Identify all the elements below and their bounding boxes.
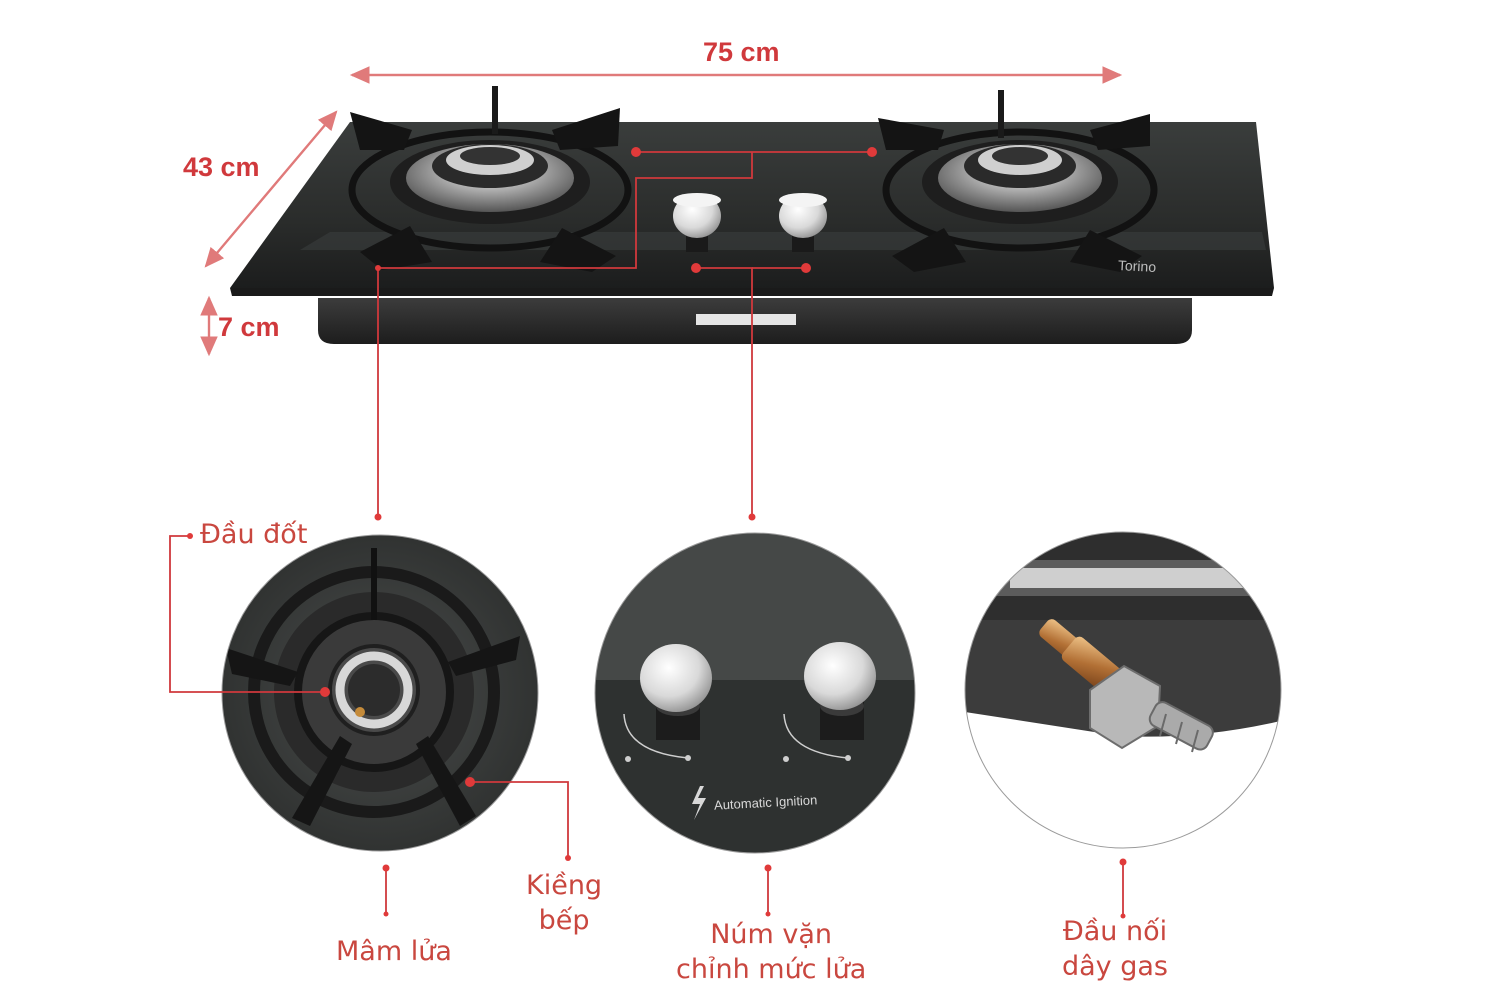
depth-label: 43 cm <box>183 152 260 182</box>
stove-body <box>318 298 1192 344</box>
lightning-icon <box>692 786 706 820</box>
dimension-lines <box>200 66 1123 357</box>
gas-connector-label: Đầu nối dây gas <box>1062 914 1168 984</box>
pan-support-label: Kiềng bếp <box>526 868 602 938</box>
callout-wires-top <box>377 151 872 515</box>
knob-label: Núm vặn chỉnh mức lửa <box>676 917 866 987</box>
stove-knobs <box>673 193 827 252</box>
left-burner <box>348 86 632 272</box>
callout-dots-top <box>374 147 877 521</box>
pan-support-line2: bếp <box>538 905 590 936</box>
burner-cap-text: Mâm lửa <box>336 936 452 967</box>
knob-line1: Núm vặn <box>710 919 833 950</box>
callout-dots-detail <box>187 533 1127 919</box>
width-label: 75 cm <box>703 37 780 67</box>
burner-head-text: Đầu đốt <box>200 519 308 550</box>
right-burner <box>878 90 1158 272</box>
gas-connector-line1: Đầu nối <box>1062 916 1168 947</box>
burner-detail-circle <box>221 534 539 852</box>
burner-head-label: Đầu đốt <box>200 517 307 552</box>
height-label: 7 cm <box>218 312 280 342</box>
pan-support-line1: Kiềng <box>526 870 603 901</box>
gas-connector-detail-circle <box>964 531 1282 849</box>
burner-cap-label: Mâm lửa <box>336 934 452 969</box>
knob-line2: chỉnh mức lửa <box>676 954 867 985</box>
brand-label: Torino <box>1117 257 1157 275</box>
gas-connector-line2: dây gas <box>1062 951 1168 982</box>
callout-wires-detail <box>169 535 1124 916</box>
